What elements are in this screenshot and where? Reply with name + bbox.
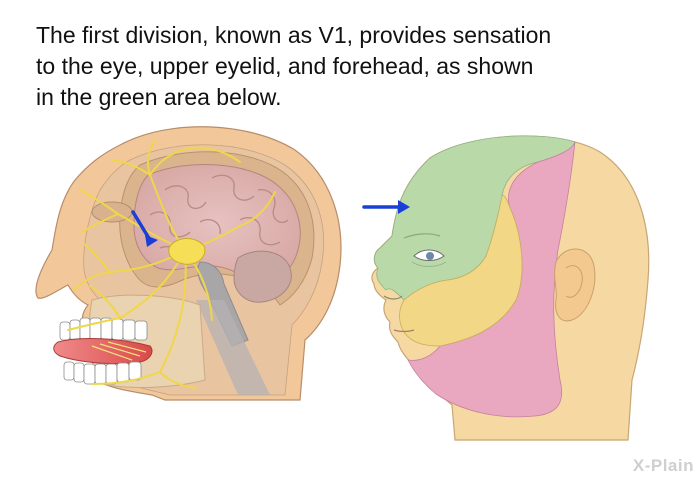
caption-line-3: in the green area below.: [36, 84, 282, 110]
brow-line: [403, 233, 441, 239]
nostril: [383, 295, 403, 300]
spine: [196, 300, 270, 395]
caption-line-1: The first division, known as V1, provide…: [36, 22, 552, 48]
ear: [554, 248, 596, 322]
lower-eyelid-line: [411, 261, 447, 267]
mouth-line: [393, 329, 415, 333]
ear-inner-fold: [565, 265, 583, 298]
lower-teeth: [63, 361, 142, 385]
v2-zone: [399, 194, 523, 347]
trigeminal-ganglion: [168, 238, 206, 265]
tongue: [53, 338, 153, 365]
face-profile: [362, 135, 650, 441]
tongue-stripes: [91, 341, 147, 361]
head-cross-section: [35, 126, 342, 401]
brand-logo-text: X-Plain: [632, 456, 694, 475]
ganglion-arrow: [131, 210, 158, 247]
cerebellum: [233, 250, 292, 303]
caption-line-2: to the eye, upper eyelid, and forehead, …: [36, 53, 534, 79]
brand-logo: X-Plain: [633, 456, 694, 476]
caption-text: The first division, known as V1, provide…: [36, 20, 676, 113]
v1-arrow: [362, 200, 410, 214]
face-iris: [426, 252, 434, 260]
